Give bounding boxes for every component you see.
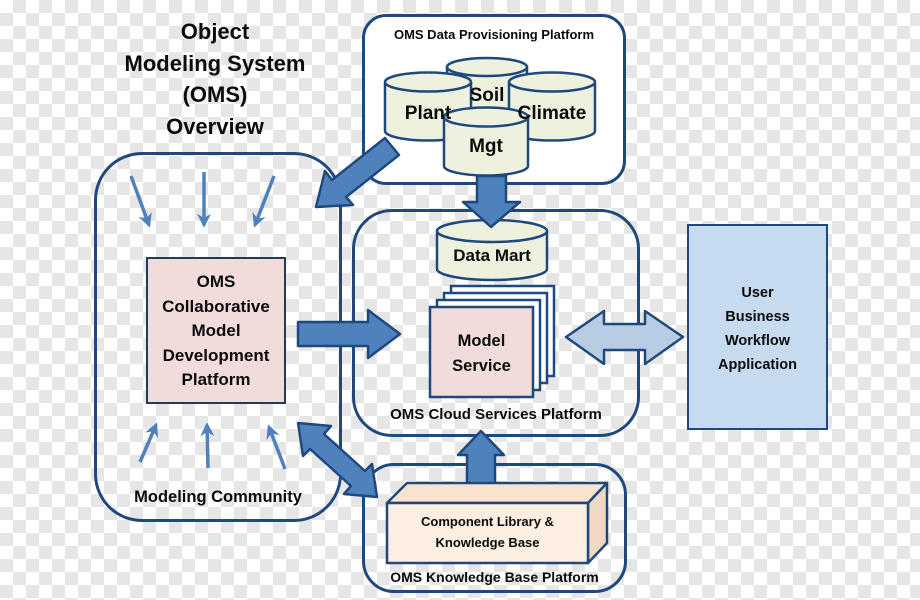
collaborative-dev-platform-box	[146, 257, 286, 404]
diagram-title: Object Modeling System (OMS) Overview	[124, 19, 306, 139]
cloud-services-platform-box	[352, 209, 640, 437]
modeling-community-label: Modeling Community	[134, 488, 302, 506]
model-service-label: Model Service	[452, 332, 511, 375]
plant-cylinder-label: Plant	[404, 103, 452, 124]
knowledge-platform-label: OMS Knowledge Base Platform	[390, 569, 599, 585]
cloud-platform-label: OMS Cloud Services Platform	[390, 406, 602, 423]
mgt-cylinder-label: Mgt	[469, 136, 503, 157]
user-business-workflow-box	[687, 224, 828, 430]
data-mart-label: Data Mart	[453, 246, 531, 265]
component-library-label: Component Library & Knowledge Base	[421, 514, 554, 550]
dev-platform-label: OMS Collaborative Model Development Plat…	[162, 272, 270, 389]
provisioning-platform-label: OMS Data Provisioning Platform	[393, 27, 595, 42]
user-app-label: User Business Workflow Application	[718, 285, 797, 373]
climate-cylinder-label: Climate	[517, 103, 587, 124]
